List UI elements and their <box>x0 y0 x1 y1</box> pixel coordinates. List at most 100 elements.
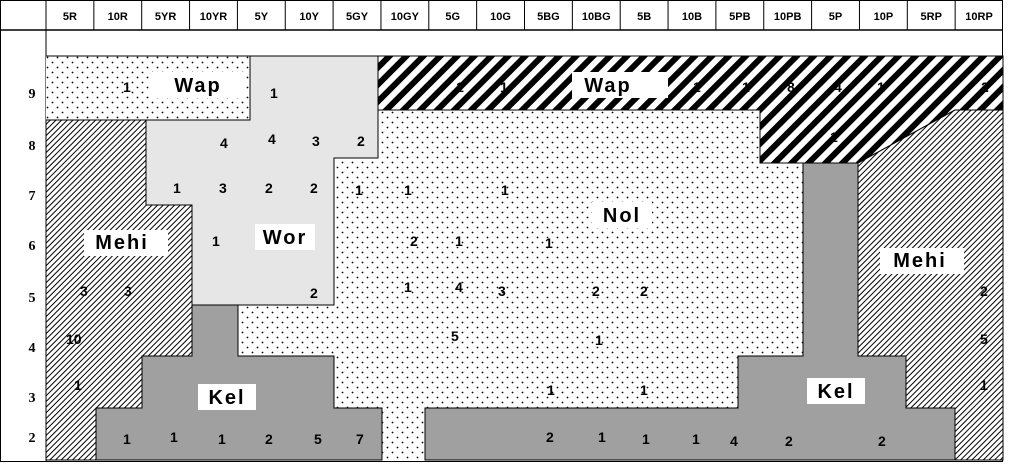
value-label: 3 <box>29 391 36 406</box>
region-wor-label-bg <box>255 224 315 250</box>
hue-label: 10R <box>108 11 128 23</box>
hue-label: 10G <box>490 11 511 23</box>
value-label: 2 <box>29 431 36 446</box>
hue-label: 5GY <box>346 11 369 23</box>
cell-count: 2 <box>357 133 365 149</box>
region-kel-right-label-bg <box>807 378 865 404</box>
region-mehi-right-label-bg <box>880 248 964 274</box>
cell-count: 1 <box>404 182 412 198</box>
hue-label: 10P <box>874 11 894 23</box>
cell-count: 1 <box>830 129 838 145</box>
hue-label: 10YR <box>200 11 228 23</box>
cell-count: 2 <box>785 433 793 449</box>
cell-count: 1 <box>212 233 220 249</box>
cell-count: 1 <box>545 235 553 251</box>
cell-count: 2 <box>592 283 600 299</box>
cell-count: 1 <box>355 182 363 198</box>
cell-count: 10 <box>66 331 82 347</box>
cell-count: 3 <box>80 283 88 299</box>
hue-label: 5BG <box>537 11 560 23</box>
region-nol-label-bg <box>592 202 652 228</box>
cell-count: 1 <box>218 431 226 447</box>
cell-count: 1 <box>456 79 464 95</box>
value-label: 8 <box>29 139 36 154</box>
hue-label: 5R <box>63 11 77 23</box>
cell-count: 2 <box>878 433 886 449</box>
region-kel-right-label: Kel <box>817 381 854 403</box>
hue-label: 10GY <box>391 11 420 23</box>
region-kel-left-label-bg <box>198 384 256 410</box>
cell-count: 1 <box>693 79 701 95</box>
cell-count: 4 <box>834 79 842 95</box>
hue-label: 5RP <box>921 11 942 23</box>
cell-count: 2 <box>640 283 648 299</box>
cell-count: 2 <box>546 429 554 445</box>
hue-label: 5B <box>637 11 651 23</box>
cell-count: 1 <box>501 182 509 198</box>
region-wap-label-bg-2 <box>572 72 668 98</box>
region-wor-area <box>145 55 379 306</box>
cell-count: 1 <box>598 429 606 445</box>
cell-count: 1 <box>642 431 650 447</box>
region-nol-label: Nol <box>603 205 641 227</box>
value-label: 4 <box>29 341 36 356</box>
cell-count: 2 <box>265 180 273 196</box>
region-wap-label-bg-1 <box>150 72 246 98</box>
cell-count: 5 <box>314 431 322 447</box>
cell-count: 1 <box>123 79 131 95</box>
hue-label: 10B <box>682 11 702 23</box>
hue-label: 10Y <box>299 11 319 23</box>
cell-count: 3 <box>124 283 132 299</box>
value-label: 5 <box>29 291 36 306</box>
cell-count: 4 <box>220 135 228 151</box>
hue-label: 5YR <box>155 11 176 23</box>
cell-count: 3 <box>219 180 227 196</box>
cell-count: 1 <box>404 279 412 295</box>
cell-count: 1 <box>640 382 648 398</box>
cell-counts: 1 1 1 1 1 1 8 4 1 2 4 4 3 2 1 1 3 2 2 1 … <box>66 79 989 449</box>
cell-count: 8 <box>787 79 795 95</box>
cell-count: 1 <box>877 79 885 95</box>
hue-label: 5P <box>829 11 842 23</box>
cell-count: 7 <box>356 431 364 447</box>
cell-count: 2 <box>310 285 318 301</box>
cell-count: 1 <box>692 431 700 447</box>
hue-label: 5PB <box>729 11 750 23</box>
region-wor-label: Wor <box>263 227 308 249</box>
cell-count: 5 <box>980 331 988 347</box>
cell-count: 5 <box>451 328 459 344</box>
cell-count: 1 <box>500 79 508 95</box>
cell-count: 1 <box>173 180 181 196</box>
cell-count: 1 <box>595 332 603 348</box>
cell-count: 1 <box>270 85 278 101</box>
hue-label: 10PB <box>774 11 802 23</box>
cell-count: 1 <box>980 377 988 393</box>
region-mehi-left-label: Mehi <box>95 232 149 254</box>
cell-count: 2 <box>410 233 418 249</box>
hue-label: 10RP <box>965 11 993 23</box>
cell-count: 1 <box>74 377 82 393</box>
region-wap-label-right: Wap <box>584 75 631 97</box>
cell-count: 2 <box>265 431 273 447</box>
cell-count: 2 <box>980 283 988 299</box>
cell-count: 1 <box>547 382 555 398</box>
cell-count: 1 <box>170 429 178 445</box>
hue-label: 5Y <box>255 11 269 23</box>
region-wap-label-left: Wap <box>174 75 221 97</box>
cell-count: 3 <box>312 133 320 149</box>
cell-count: 1 <box>742 79 750 95</box>
hue-label: 10BG <box>582 11 611 23</box>
region-kel-left-area <box>95 304 383 461</box>
cell-count: 1 <box>123 431 131 447</box>
value-label: 6 <box>29 239 36 254</box>
value-label: 7 <box>29 189 36 204</box>
cell-count: 2 <box>981 79 989 95</box>
cell-count: 2 <box>310 180 318 196</box>
cell-count: 4 <box>455 279 463 295</box>
cell-count: 4 <box>730 433 738 449</box>
region-mehi-left-label-bg <box>84 230 168 256</box>
